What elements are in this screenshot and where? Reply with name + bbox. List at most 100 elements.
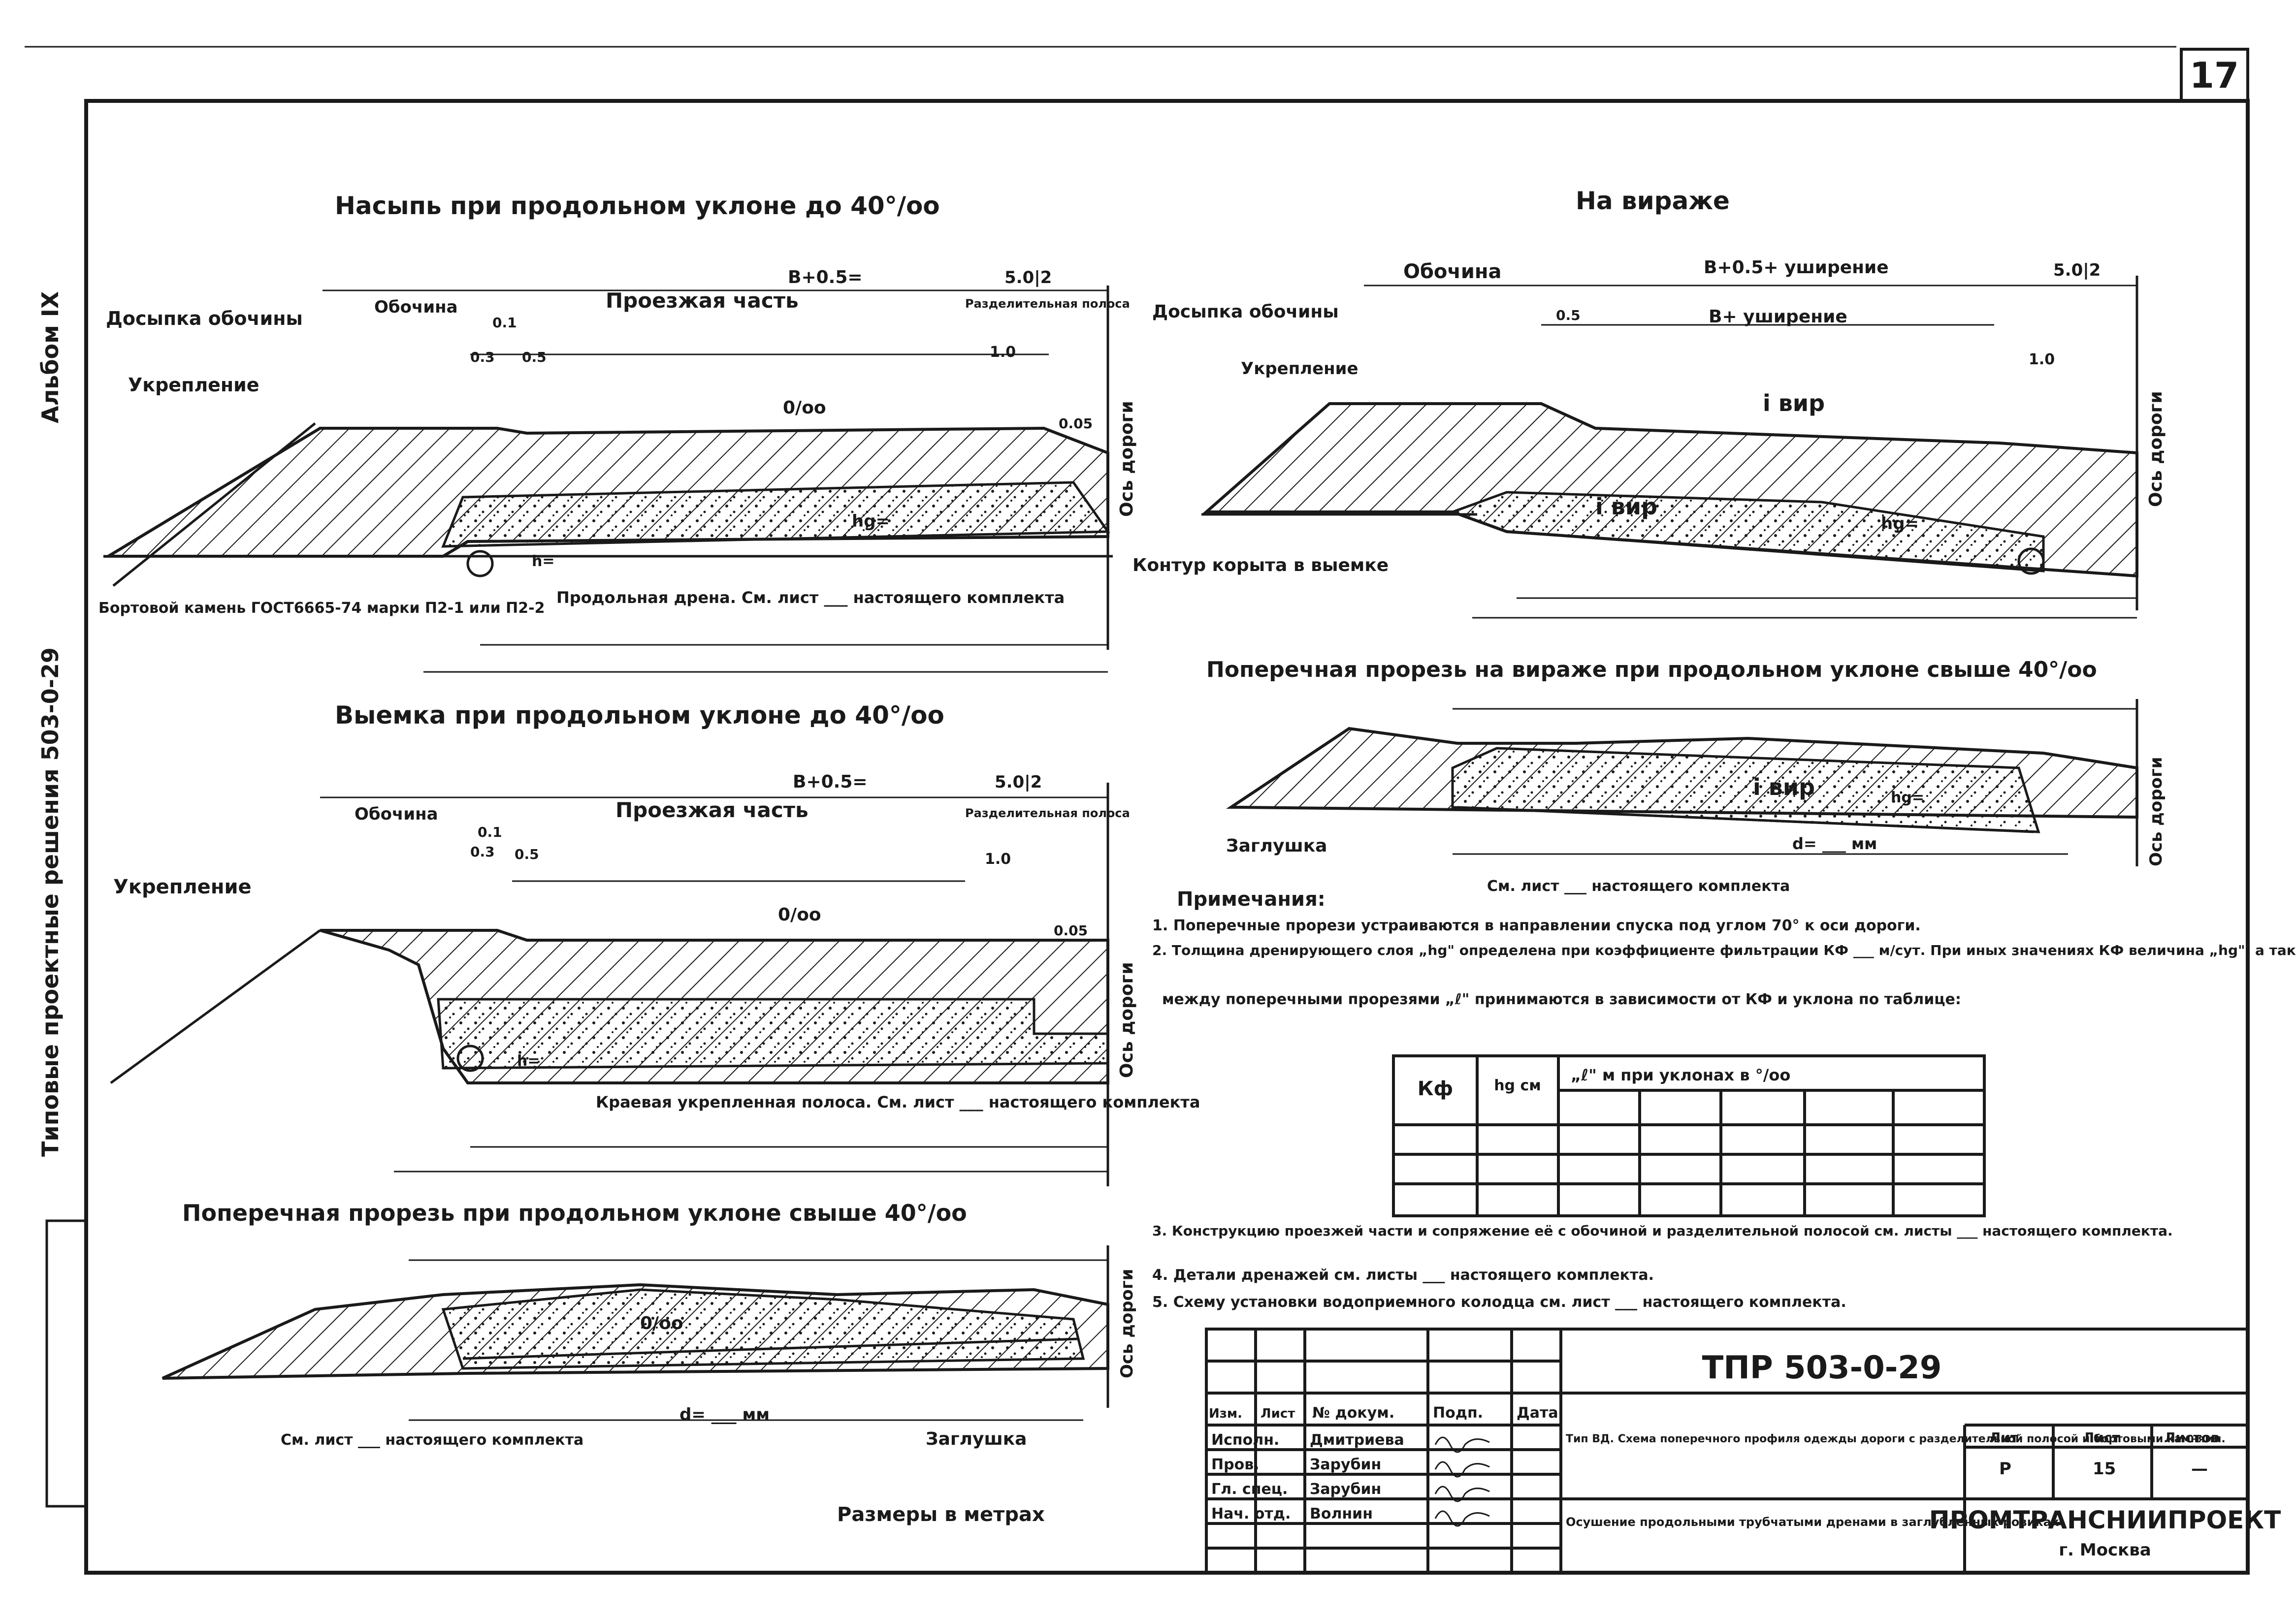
cutting-dim-50-2: 5.0|2 — [995, 772, 1042, 792]
bend-cut-note: См. лист ___ настоящего комплекта — [1487, 878, 1790, 895]
title-block: Изм. Лист № докум. Подп. Дата Исполн. Дм… — [1205, 1328, 2281, 1574]
bend-dim-ivir-2: i вир — [1595, 493, 1657, 520]
note-4: 4. Детали дренажей см. листы ___ настоящ… — [1152, 1267, 1654, 1284]
dim-50-2: 5.0|2 — [1004, 268, 1052, 287]
bend-label-obochina: Обочина — [1403, 260, 1502, 283]
label-obochina: Обочина — [374, 297, 458, 317]
cutting-dim-03: 0.3 — [470, 844, 495, 860]
dim-005: 0.05 — [1059, 415, 1093, 432]
sheet-number-box — [2180, 48, 2249, 102]
bend-cut-ivir: i вир — [1753, 774, 1815, 800]
bend-title: На вираже — [1576, 187, 1730, 215]
tb-desc-1: Тип ВД. Схема поперечного профиля одежды… — [1566, 1433, 2226, 1445]
dim-b-05: В+0.5= — [788, 267, 863, 287]
side-stamp-box — [45, 1219, 88, 1508]
notes-block: Примечания: 1. Поперечные прорези устраи… — [1152, 888, 2296, 1311]
kf-table-col2: hg см — [1494, 1077, 1541, 1094]
bend-label-os: Ось дороги — [2146, 391, 2166, 507]
bend-cut-os: Ось дороги — [2146, 757, 2166, 867]
cutting-dim-h: h= — [517, 1052, 540, 1070]
bend-drain-layer — [1449, 491, 2045, 572]
cutting-label-razdelitel: Разделительная полоса — [965, 806, 1130, 820]
cutting-title: Выемка при продольном уклоне до 40°/оо — [335, 701, 944, 730]
tb-name-1: Дмитриева — [1310, 1431, 1404, 1449]
embankment-slope — [112, 422, 316, 587]
section-embankment: Насыпь при продольном уклоне до 40°/оо Д… — [98, 191, 1137, 673]
dim-05: 0.5 — [522, 349, 547, 365]
label-ukreplenie: Укрепление — [128, 374, 259, 396]
label-razdelitel: Разделительная полоса — [965, 297, 1130, 311]
tb-lit-label: Лит — [1989, 1429, 2019, 1446]
bend-dim-05: 0.5 — [1556, 307, 1581, 323]
cross-cut-slope: 0/оо — [640, 1313, 683, 1333]
tb-name-2: Зарубин — [1310, 1456, 1381, 1473]
signature-4 — [1434, 1510, 1490, 1527]
tb-name-4: Волнин — [1310, 1505, 1373, 1523]
cutting-dim-10: 1.0 — [985, 851, 1011, 868]
note-3: 3. Конструкцию проезжей части и сопряжен… — [1152, 1223, 2173, 1239]
bend-cut-drain — [1451, 747, 2040, 833]
bend-dim-hg: hg= — [1881, 514, 1919, 534]
cross-cut-d: d= ___ мм — [679, 1405, 770, 1425]
tb-head-list: Лист — [1261, 1406, 1295, 1421]
label-proezzhaya: Проезжая часть — [606, 288, 799, 313]
section-cross-cut: Поперечная прорезь при продольном уклоне… — [162, 1200, 1137, 1449]
tb-head-doc: № докум. — [1312, 1404, 1394, 1422]
dim-hg: hg= — [852, 511, 890, 531]
tb-org: ПРОМТРАНСНИИПРОЕКТ — [1929, 1506, 2281, 1534]
notes-heading: Примечания: — [1177, 888, 1326, 911]
bend-label-dosypka: Досыпка обочины — [1152, 302, 1339, 322]
cross-cut-title: Поперечная прорезь при продольном уклоне… — [182, 1200, 967, 1226]
bend-cut-d: d= ___ мм — [1792, 834, 1877, 853]
dim-h: h= — [532, 553, 555, 570]
tb-head-izm: Изм. — [1209, 1406, 1242, 1421]
signature-1 — [1434, 1436, 1490, 1453]
tb-head-podp: Подп. — [1433, 1404, 1483, 1422]
note-5: 5. Схему установки водоприемного колодца… — [1152, 1294, 1846, 1311]
side-album-text: Альбом IX — [37, 291, 64, 423]
bend-cut-pipe — [1457, 806, 2034, 833]
cutting-slope — [110, 929, 321, 1084]
outer-frame — [84, 99, 2250, 1575]
side-series-text: Типовые проектные решения 503-0-29 — [37, 647, 64, 1157]
cutting-label-obochina: Обочина — [355, 804, 438, 824]
bend-dim-uzh: В+0.5+ уширение — [1704, 257, 1889, 278]
bend-cut-zaglushka: Заглушка — [1226, 836, 1327, 856]
tb-role-1: Исполн. — [1211, 1431, 1279, 1449]
embankment-title: Насыпь при продольном уклоне до 40°/оо — [335, 191, 940, 220]
dim-03: 0.3 — [470, 349, 495, 365]
bend-cut-title: Поперечная прорезь на вираже при продоль… — [1206, 657, 2097, 682]
cross-cut-note: См. лист ___ настоящего комплекта — [281, 1431, 583, 1449]
cutting-dim-01: 0.1 — [478, 824, 502, 840]
dim-10: 1.0 — [990, 344, 1016, 361]
note-2: 2. Толщина дренирующего слоя „hg" опреде… — [1152, 942, 2296, 958]
bend-cut-hg: hg= — [1891, 789, 1924, 806]
tb-desc-2: Осушение продольными трубчатыми дренами … — [1566, 1515, 2059, 1529]
tb-head-data: Дата — [1517, 1404, 1558, 1422]
cutting-dim-005: 0.05 — [1054, 922, 1088, 939]
tb-sheets-label: Листов — [2164, 1429, 2220, 1446]
cutting-dim-slope: 0/оо — [778, 905, 821, 925]
tb-role-2: Пров. — [1211, 1456, 1260, 1473]
cutting-note: Краевая укрепленная полоса. См. лист ___… — [596, 1093, 1200, 1111]
cutting-dim-b05: В+0.5= — [793, 772, 868, 792]
cutting-label-proezzhaya: Проезжая часть — [615, 798, 808, 822]
bend-dim-10: 1.0 — [2029, 351, 2055, 368]
bend-dim-ivir: i вир — [1763, 390, 1825, 416]
cutting-label-ukreplenie: Укрепление — [113, 876, 252, 898]
signature-2 — [1434, 1461, 1490, 1478]
cross-cut-pipe — [462, 1337, 1079, 1360]
note-1: 1. Поперечные прорези устраиваются в нап… — [1152, 917, 1921, 934]
sheet-number: 17 — [2190, 55, 2239, 96]
note-drena: Продольная дрена. См. лист ___ настоящег… — [556, 588, 1065, 607]
scale-note: Размеры в метрах — [837, 1503, 1045, 1526]
tb-name-3: Зарубин — [1310, 1481, 1381, 1498]
tb-lit-value: Р — [1999, 1459, 2011, 1479]
bend-drain-pipe — [2017, 547, 2045, 575]
drain-pipe — [466, 550, 494, 577]
section-bend: На вираже Досыпка обочины Укрепление Обо… — [1132, 187, 2166, 619]
tb-sheet-label: Лист — [2083, 1429, 2120, 1446]
tb-sheet-value: 15 — [2093, 1459, 2116, 1479]
bend-label-kontur: Контур корыта в выемке — [1132, 555, 1389, 575]
